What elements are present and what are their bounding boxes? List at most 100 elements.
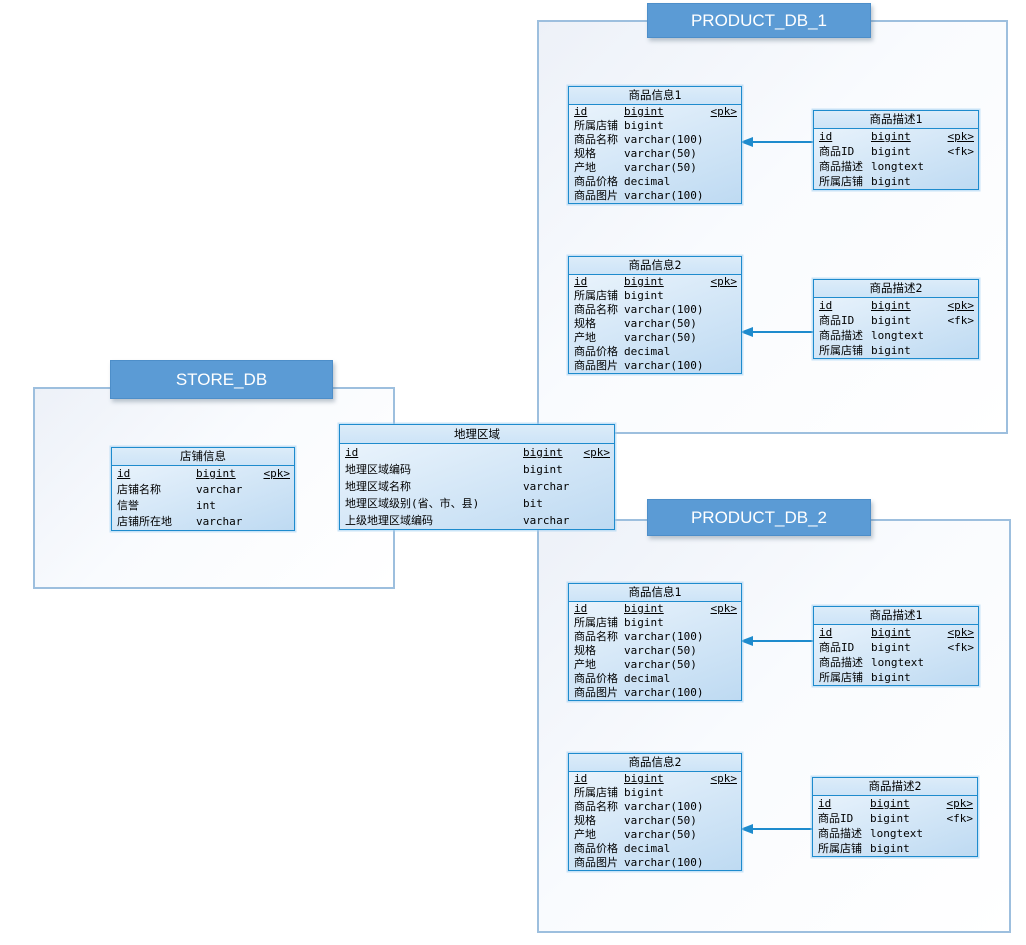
column-name: id <box>819 299 833 312</box>
table-title: 店铺信息 <box>112 448 294 466</box>
column-name: id <box>574 105 588 118</box>
column-type: bigint <box>871 130 911 143</box>
column-name: 商品名称 <box>574 133 618 146</box>
column-type: bigint <box>624 289 664 302</box>
column-type: bigint <box>871 145 911 158</box>
column-name: id <box>574 602 588 615</box>
column-type: bigint <box>871 626 911 639</box>
column-type: longtext <box>871 656 924 669</box>
reference-arrowhead-db2-desc1-to-info1 <box>740 636 753 646</box>
table-title: 商品信息2 <box>569 754 741 772</box>
column-name: 所属店铺 <box>574 616 618 629</box>
column-type: longtext <box>871 160 924 173</box>
column-type: bit <box>523 497 543 510</box>
column-key-tag: <fk> <box>947 145 975 158</box>
table-row: 地理区域编码 bigint <box>340 461 614 478</box>
column-type: int <box>196 499 216 512</box>
table-row: 地理区域级别(省、市、县)bit <box>340 495 614 512</box>
table-title: 商品信息1 <box>569 87 741 105</box>
column-type: bigint <box>871 299 911 312</box>
column-type: varchar(100) <box>624 359 704 372</box>
column-key-tag: <pk> <box>946 797 974 810</box>
column-type: varchar <box>196 483 243 496</box>
column-name: 产地 <box>574 161 596 174</box>
column-type: varchar(50) <box>624 644 697 657</box>
column-name: 商品价格 <box>574 842 618 855</box>
column-name: id <box>574 275 588 288</box>
column-key-tag: <pk> <box>710 105 738 118</box>
column-name: 商品ID <box>819 641 855 654</box>
column-type: varchar <box>196 515 243 528</box>
table-title: 地理区域 <box>340 425 614 444</box>
column-name: 规格 <box>574 147 596 160</box>
column-type: decimal <box>624 842 671 855</box>
column-name: 店铺所在地 <box>117 515 172 528</box>
column-type: bigint <box>523 463 563 476</box>
reference-arrow-db2-desc1-to-info1[interactable] <box>750 640 813 642</box>
column-type: varchar(100) <box>624 189 704 202</box>
column-type: varchar(100) <box>624 630 704 643</box>
column-type: bigint <box>624 602 664 615</box>
reference-arrowhead-db1-desc2-to-info2 <box>740 327 753 337</box>
column-type: bigint <box>624 105 664 118</box>
column-type: varchar(100) <box>624 800 704 813</box>
package-store-db-title[interactable]: STORE_DB <box>110 360 333 399</box>
column-name: 所属店铺 <box>574 786 618 799</box>
reference-arrow-db1-desc2-to-info2[interactable] <box>750 331 813 333</box>
table-title: 商品描述1 <box>814 607 978 625</box>
column-key-tag: <pk> <box>710 602 738 615</box>
table-title: 商品描述1 <box>814 111 978 129</box>
column-key-tag: <pk> <box>263 467 291 480</box>
column-type: bigint <box>624 786 664 799</box>
reference-arrowhead-db1-desc1-to-info1 <box>740 137 753 147</box>
reference-arrow-db2-desc2-to-info2[interactable] <box>750 828 812 830</box>
column-name: 地理区域编码 <box>345 463 411 476</box>
column-type: varchar(50) <box>624 317 697 330</box>
reference-arrow-db1-desc1-to-info1[interactable] <box>750 141 813 143</box>
column-name: 商品名称 <box>574 800 618 813</box>
package-product-db-2-title[interactable]: PRODUCT_DB_2 <box>647 499 871 536</box>
column-type: varchar(50) <box>624 161 697 174</box>
column-name: 所属店铺 <box>574 289 618 302</box>
column-name: 商品ID <box>819 314 855 327</box>
column-name: 店铺名称 <box>117 483 161 496</box>
column-name: id <box>574 772 588 785</box>
column-type: bigint <box>871 175 911 188</box>
column-name: 产地 <box>574 658 596 671</box>
column-name: 商品名称 <box>574 630 618 643</box>
package-product-db-1-title[interactable]: PRODUCT_DB_1 <box>647 3 871 38</box>
column-type: bigint <box>871 344 911 357</box>
